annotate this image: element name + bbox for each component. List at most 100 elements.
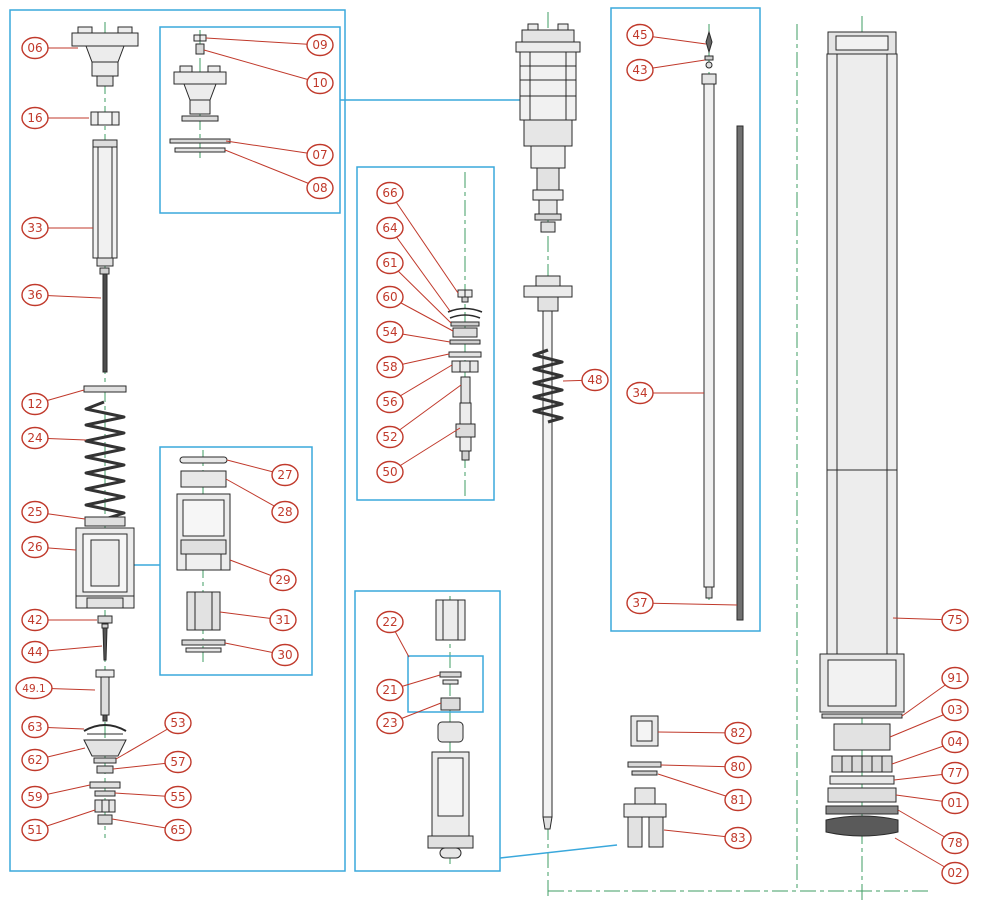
part-washer-59 [89, 781, 121, 789]
callout-63[interactable]: 63 [21, 715, 85, 739]
callout-26[interactable]: 26 [21, 535, 77, 559]
callout-09[interactable]: 09 [205, 33, 334, 57]
part-spring-seat-25 [84, 516, 126, 527]
callout-65[interactable]: 65 [111, 818, 192, 842]
callout-number: 81 [730, 793, 745, 807]
callout-25[interactable]: 25 [21, 500, 86, 524]
callout-77[interactable]: 77 [893, 761, 969, 785]
callout-33[interactable]: 33 [21, 216, 93, 240]
part-cap-detail-07 [173, 65, 227, 122]
callout-number: 78 [947, 836, 962, 850]
detail-box-piston [356, 166, 495, 501]
callout-29[interactable]: 29 [229, 559, 297, 592]
callout-54[interactable]: 54 [376, 320, 451, 344]
callout-78[interactable]: 78 [897, 809, 969, 855]
part-nut-51 [94, 799, 116, 813]
callout-number: 22 [382, 615, 397, 629]
part-piston-60 [452, 327, 478, 338]
callout-balloon [164, 711, 192, 735]
callout-53[interactable]: 53 [115, 711, 192, 760]
callout-21[interactable]: 21 [376, 674, 441, 702]
callout-66[interactable]: 66 [376, 181, 459, 294]
callout-23[interactable]: 23 [376, 702, 442, 735]
callout-number: 48 [587, 373, 602, 387]
callout-07[interactable]: 07 [225, 140, 334, 167]
callout-balloon [21, 500, 49, 524]
callout-balloon [269, 568, 297, 592]
callout-48[interactable]: 48 [562, 368, 609, 392]
callout-43[interactable]: 43 [626, 58, 706, 82]
callout-45[interactable]: 45 [626, 23, 707, 47]
callout-balloon [269, 608, 297, 632]
callout-59[interactable]: 59 [21, 784, 91, 809]
callout-31[interactable]: 31 [219, 608, 297, 632]
callout-64[interactable]: 64 [376, 216, 451, 312]
callout-number: 65 [170, 823, 185, 837]
callout-balloon [941, 791, 969, 815]
part-ring-42 [97, 615, 113, 624]
callout-24[interactable]: 24 [21, 426, 87, 450]
callout-number: 08 [312, 181, 327, 195]
callout-61[interactable]: 61 [376, 251, 452, 324]
callout-58[interactable]: 58 [376, 353, 450, 379]
callout-80[interactable]: 80 [660, 755, 752, 779]
part-washers-21 [439, 671, 462, 685]
callout-number: 44 [27, 645, 42, 659]
callout-55[interactable]: 55 [114, 785, 192, 809]
callout-balloon [306, 71, 334, 95]
detail-box-small [407, 655, 484, 713]
callout-75[interactable]: 75 [892, 608, 969, 632]
callout-number: 61 [382, 256, 397, 270]
callout-57[interactable]: 57 [112, 750, 192, 774]
callout-01[interactable]: 01 [895, 791, 969, 815]
callout-balloon [21, 608, 49, 632]
callout-number: 25 [27, 505, 42, 519]
callout-22[interactable]: 22 [376, 610, 410, 658]
callout-number: 26 [27, 540, 42, 554]
callout-balloon [21, 715, 49, 739]
callout-56[interactable]: 56 [376, 364, 453, 414]
callout-balloon [941, 761, 969, 785]
callout-balloon [376, 425, 404, 449]
callout-37[interactable]: 37 [626, 591, 738, 615]
callout-04[interactable]: 04 [891, 730, 969, 765]
callout-balloon [164, 818, 192, 842]
callout-36[interactable]: 36 [21, 283, 102, 307]
callout-number: 16 [27, 111, 42, 125]
callout-30[interactable]: 30 [224, 642, 299, 667]
callout-12[interactable]: 12 [21, 389, 85, 416]
callout-balloon [271, 500, 299, 524]
callout-number: 50 [382, 465, 397, 479]
callout-91[interactable]: 91 [901, 666, 969, 717]
callout-50[interactable]: 50 [376, 427, 461, 484]
callout-06[interactable]: 06 [21, 36, 78, 60]
callout-balloon [724, 755, 752, 779]
callout-51[interactable]: 51 [21, 809, 96, 842]
part-outer-tube-75 [819, 31, 905, 713]
callout-number: 64 [382, 221, 397, 235]
callout-number: 57 [170, 755, 185, 769]
callout-34[interactable]: 34 [626, 381, 704, 405]
callout-82[interactable]: 82 [657, 721, 752, 745]
callout-16[interactable]: 16 [21, 106, 89, 130]
callout-49.1[interactable]: 49.1 [15, 676, 96, 700]
detail-box-lower [354, 590, 501, 872]
callout-27[interactable]: 27 [226, 459, 299, 487]
callout-10[interactable]: 10 [203, 49, 334, 95]
callout-03[interactable]: 03 [889, 698, 969, 738]
callout-60[interactable]: 60 [376, 285, 454, 332]
callout-83[interactable]: 83 [663, 826, 752, 850]
callout-number: 33 [27, 221, 42, 235]
callout-44[interactable]: 44 [21, 640, 103, 664]
callout-02[interactable]: 02 [894, 837, 969, 885]
callout-number: 53 [170, 716, 185, 730]
callout-28[interactable]: 28 [225, 478, 299, 524]
callout-08[interactable]: 08 [224, 149, 334, 200]
callout-81[interactable]: 81 [657, 773, 752, 812]
callout-62[interactable]: 62 [21, 747, 86, 772]
callout-52[interactable]: 52 [376, 384, 462, 449]
callout-42[interactable]: 42 [21, 608, 97, 632]
callout-balloon [376, 251, 404, 275]
callout-balloon [626, 381, 654, 405]
